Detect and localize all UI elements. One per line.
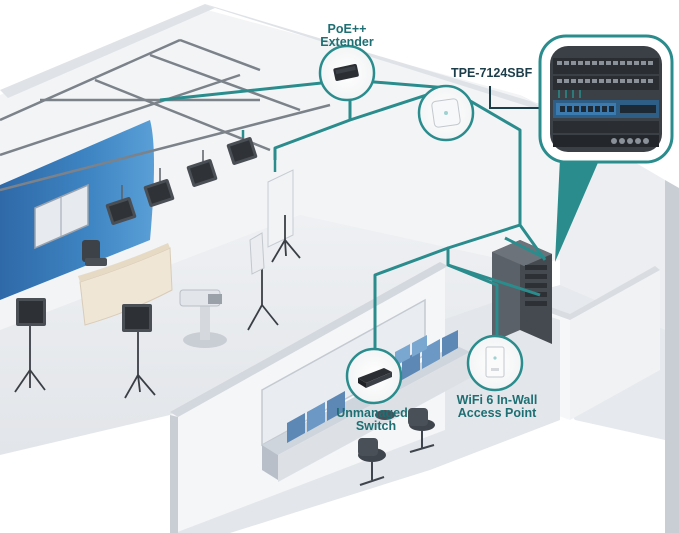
patch-panel-icon xyxy=(553,58,659,98)
control-desk-front xyxy=(262,445,278,480)
unmanaged-switch-label-line2: Switch xyxy=(356,419,396,433)
unmanaged-switch-callout[interactable] xyxy=(345,347,403,405)
unmanaged-switch-label-line1: Unmanaged xyxy=(336,406,408,420)
rack-switch-icon xyxy=(553,100,659,118)
network-rack-icon[interactable] xyxy=(492,240,552,344)
lighting-grid xyxy=(0,38,331,192)
studio-camera xyxy=(179,289,227,348)
poe-extender-icon xyxy=(333,64,359,81)
rack-switch-callout[interactable] xyxy=(538,34,674,164)
floor-light-stands xyxy=(14,215,301,399)
control-desk-body xyxy=(278,352,470,482)
control-room-wall-edge xyxy=(170,415,178,533)
wall-panel xyxy=(267,169,294,248)
rack-callout-pointer xyxy=(555,158,600,262)
in-wall-access-point-icon xyxy=(485,346,505,378)
poe-extender-callout[interactable] xyxy=(318,44,376,102)
ceiling-ap-callout[interactable] xyxy=(417,84,475,142)
anchor-chair xyxy=(82,240,107,266)
unmanaged-switch-icon xyxy=(358,368,392,388)
in-wall-ap-label-line2: Access Point xyxy=(458,406,537,420)
ceiling-access-point-icon xyxy=(431,98,461,128)
top-wall-edge xyxy=(0,4,215,98)
control-room-wall-top xyxy=(170,262,448,417)
poe-extender-label-line1: PoE++ xyxy=(328,22,367,36)
lower-patch-panel xyxy=(553,121,659,147)
studio-set xyxy=(0,38,331,399)
floor-lights xyxy=(16,232,265,332)
in-wall-ap-callout[interactable] xyxy=(466,334,524,392)
hanging-lights xyxy=(105,130,258,225)
in-wall-ap-label-line1: WiFi 6 In-Wall xyxy=(457,393,538,407)
control-chairs xyxy=(358,408,435,486)
poe-extender-label-line2: Extender xyxy=(320,35,374,49)
right-outer-wall xyxy=(665,180,679,533)
server-room-partition-top xyxy=(515,266,660,320)
rack-switch-label: TPE-7124SBF xyxy=(451,66,533,80)
cable-stubs xyxy=(241,130,277,172)
rack-switch-leader xyxy=(489,86,540,109)
right-back-wall-top xyxy=(205,4,565,118)
